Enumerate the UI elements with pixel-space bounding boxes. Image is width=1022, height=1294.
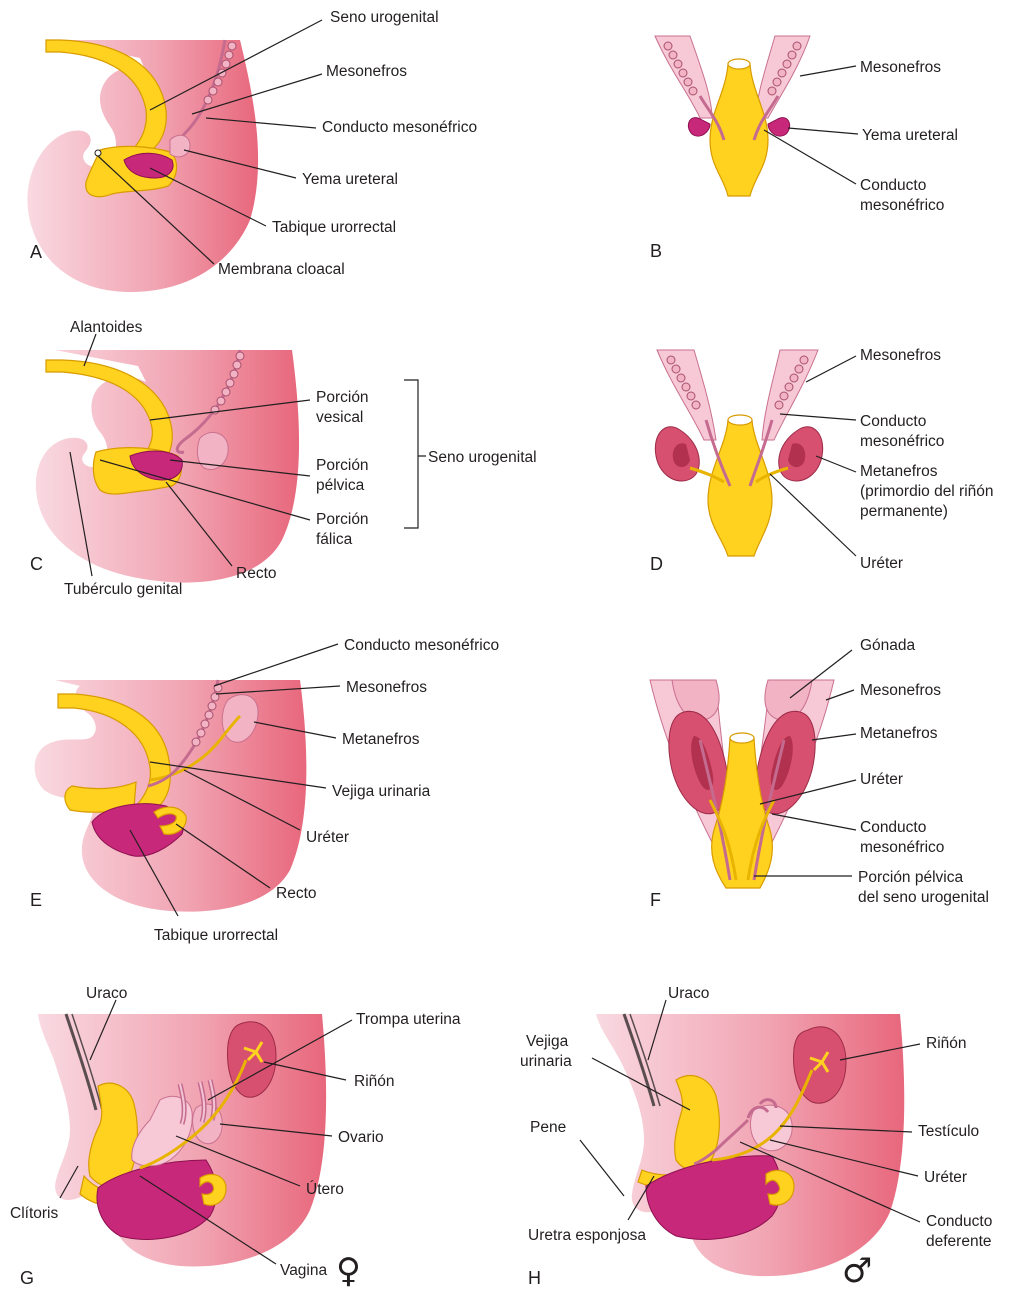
label-yema-ureteral-a: Yema ureteral: [302, 171, 398, 188]
panel-g: G ♀ Uraco Trompa uterina Riñón Ovario Cl…: [10, 985, 461, 1289]
label-clitoris-g: Clítoris: [10, 1205, 58, 1222]
label-trompa-uterina-g: Trompa uterina: [356, 1011, 461, 1028]
panel-h: H ♂ Uraco Vejiga urinaria Riñón Pene Tes…: [520, 985, 992, 1289]
cloacal-membrane-a: [95, 150, 101, 156]
label-seno-urogenital-c: Seno urogenital: [428, 449, 537, 466]
label-tuberculo-genital-c: Tubérculo genital: [64, 581, 182, 598]
label-rinon-h: Riñón: [926, 1035, 967, 1052]
label-vagina-g: Vagina: [280, 1262, 327, 1279]
label-conducto-mesonefrico-e: Conducto mesonéfrico: [344, 637, 499, 654]
label-vejiga-h-2: urinaria: [520, 1053, 572, 1070]
label-utero-g: Útero: [306, 1181, 344, 1198]
label-membrana-cloacal-a: Membrana cloacal: [218, 261, 345, 278]
panel-b: B Mesonefros Yema ureteral Conducto meso…: [650, 36, 958, 261]
label-vejiga-urinaria-e: Vejiga urinaria: [332, 783, 431, 800]
panel-f: F Gónada Mesonefros Metanefros Uréter Co…: [650, 637, 989, 910]
label-conducto-d-1: Conducto: [860, 413, 926, 430]
panel-letter-g: G: [20, 1268, 34, 1288]
label-porcion-pelvica-f-2: del seno urogenital: [858, 889, 989, 906]
label-conducto-deferente-h-2: deferente: [926, 1233, 992, 1250]
panel-letter-h: H: [528, 1268, 541, 1288]
label-conducto-d-2: mesonéfrico: [860, 433, 944, 450]
label-ureter-f: Uréter: [860, 771, 903, 788]
label-conducto-b-1: Conducto: [860, 177, 926, 194]
label-ovario-g: Ovario: [338, 1129, 384, 1146]
label-conducto-f-1: Conducto: [860, 819, 926, 836]
sinus-opening-f: [730, 733, 754, 743]
label-porcion-falica-c-1: Porción: [316, 511, 369, 528]
label-tabique-urorrectal-e: Tabique urorrectal: [154, 927, 278, 944]
label-rinon-g: Riñón: [354, 1073, 395, 1090]
panel-e: E Conducto mesonéfrico Mesonefros Metane…: [30, 637, 499, 944]
label-recto-c: Recto: [236, 565, 277, 582]
label-conducto-b-2: mesonéfrico: [860, 197, 944, 214]
label-metanefros-d-3: permanente): [860, 503, 948, 520]
label-porcion-falica-c-2: fálica: [316, 531, 353, 548]
label-metanefros-f: Metanefros: [860, 725, 938, 742]
label-recto-e: Recto: [276, 885, 317, 902]
panel-c: C Alantoides Porción vesical Porción pél…: [30, 319, 537, 598]
label-gonada-f: Gónada: [860, 637, 916, 654]
label-yema-ureteral-b: Yema ureteral: [862, 127, 958, 144]
label-uretra-esponjosa-h: Uretra esponjosa: [528, 1227, 646, 1244]
label-porcion-pelvica-c-1: Porción: [316, 457, 369, 474]
ureteric-bud-right-b: [768, 118, 790, 136]
panel-d: D Mesonefros Conducto mesonéfrico Metane…: [650, 347, 994, 574]
label-porcion-pelvica-f-1: Porción pélvica: [858, 869, 963, 886]
label-uraco-h: Uraco: [668, 985, 709, 1002]
ureteric-bud-a: [170, 135, 190, 157]
panel-letter-c: C: [30, 554, 43, 574]
panel-letter-b: B: [650, 241, 662, 261]
label-testiculo-h: Testículo: [918, 1123, 979, 1140]
panel-letter-f: F: [650, 890, 661, 910]
label-porcion-pelvica-c-2: pélvica: [316, 477, 365, 494]
label-conducto-f-2: mesonéfrico: [860, 839, 944, 856]
female-symbol-g: ♀: [336, 1251, 361, 1289]
label-seno-urogenital-a: Seno urogenital: [330, 9, 439, 26]
panel-letter-d: D: [650, 554, 663, 574]
label-ureter-d: Uréter: [860, 555, 903, 572]
label-tabique-urorrectal-a: Tabique urorrectal: [272, 219, 396, 236]
label-pene-h: Pene: [530, 1119, 566, 1136]
label-alantoides-c: Alantoides: [70, 319, 143, 336]
label-ureter-e: Uréter: [306, 829, 349, 846]
label-ureter-h: Uréter: [924, 1169, 967, 1186]
bladder-h: [675, 1076, 720, 1170]
label-porcion-vesical-c-1: Porción: [316, 389, 369, 406]
panel-letter-a: A: [30, 242, 42, 262]
label-metanefros-d-1: Metanefros: [860, 463, 938, 480]
label-metanefros-d-2: (primordio del riñón: [860, 483, 994, 500]
label-mesonefros-d: Mesonefros: [860, 347, 941, 364]
label-mesonefros-f: Mesonefros: [860, 682, 941, 699]
label-mesonefros-b: Mesonefros: [860, 59, 941, 76]
bracket-c: [404, 380, 426, 528]
label-vejiga-h-1: Vejiga: [526, 1033, 569, 1050]
label-uraco-g: Uraco: [86, 985, 127, 1002]
label-conducto-deferente-h-1: Conducto: [926, 1213, 992, 1230]
ureteric-bud-left-b: [688, 118, 710, 136]
label-metanefros-e: Metanefros: [342, 731, 420, 748]
label-conducto-mesonefrico-a: Conducto mesonéfrico: [322, 119, 477, 136]
label-porcion-vesical-c-2: vesical: [316, 409, 363, 426]
male-symbol-h: ♂: [842, 1251, 872, 1289]
panel-letter-e: E: [30, 890, 42, 910]
label-mesonefros-a: Mesonefros: [326, 63, 407, 80]
sinus-opening-d: [728, 415, 752, 425]
panel-a: A Seno urogenital Mesonefros Conducto me…: [27, 9, 477, 292]
label-mesonefros-e: Mesonefros: [346, 679, 427, 696]
sinus-opening-b: [728, 59, 750, 69]
